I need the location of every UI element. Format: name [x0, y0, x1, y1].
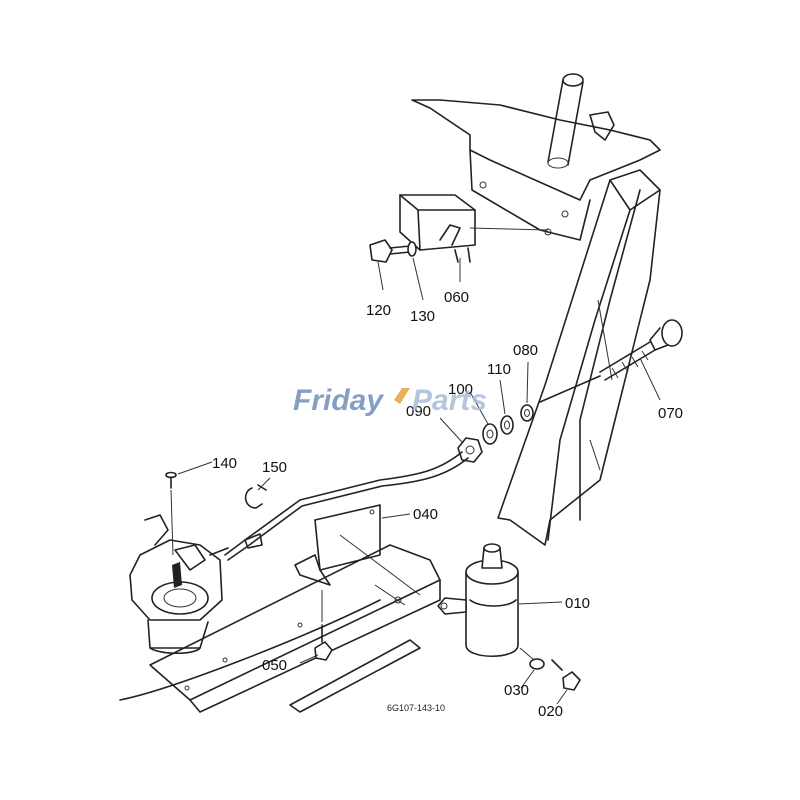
callout-040: 040	[413, 506, 438, 523]
bolt-020	[551, 659, 581, 691]
callout-130: 130	[410, 308, 435, 325]
washer-130	[407, 241, 417, 257]
callout-080: 080	[513, 342, 538, 359]
nut-080	[520, 404, 534, 422]
screw-140	[165, 471, 177, 556]
clamp-150	[244, 484, 267, 509]
watermark-text-parts: Parts	[412, 384, 487, 417]
callout-060: 060	[444, 289, 469, 306]
carburetor	[129, 514, 229, 655]
callout-150: 150	[262, 459, 287, 476]
watermark-accent-icon	[394, 388, 410, 404]
callout-110: 110	[487, 361, 511, 378]
callout-030: 030	[504, 682, 529, 699]
washer-100	[482, 423, 498, 445]
choke-cable	[224, 451, 469, 561]
leader-lines	[177, 257, 661, 705]
bolt-050	[314, 590, 333, 661]
nut-090	[457, 437, 483, 463]
watermark-text-friday: Friday	[293, 384, 384, 417]
callout-010: 010	[565, 595, 590, 612]
callout-090: 090	[406, 403, 431, 420]
watermark-logo: Friday Parts	[293, 384, 487, 417]
washer-030	[519, 647, 545, 670]
ignition-coil-010	[437, 543, 519, 658]
callout-050: 050	[262, 657, 287, 674]
bolt-120	[369, 239, 411, 263]
knob-070	[539, 319, 683, 403]
washer-110	[500, 415, 514, 435]
callout-120: 120	[366, 302, 391, 319]
frame-column	[411, 73, 661, 546]
drawing-code: 6G107-143-10	[387, 703, 445, 713]
switch-box-060	[399, 194, 549, 263]
callout-100: 100	[448, 381, 473, 398]
callout-020: 020	[538, 703, 563, 720]
callout-070: 070	[658, 405, 683, 422]
callout-140: 140	[212, 455, 237, 472]
bracket-040	[294, 504, 421, 596]
